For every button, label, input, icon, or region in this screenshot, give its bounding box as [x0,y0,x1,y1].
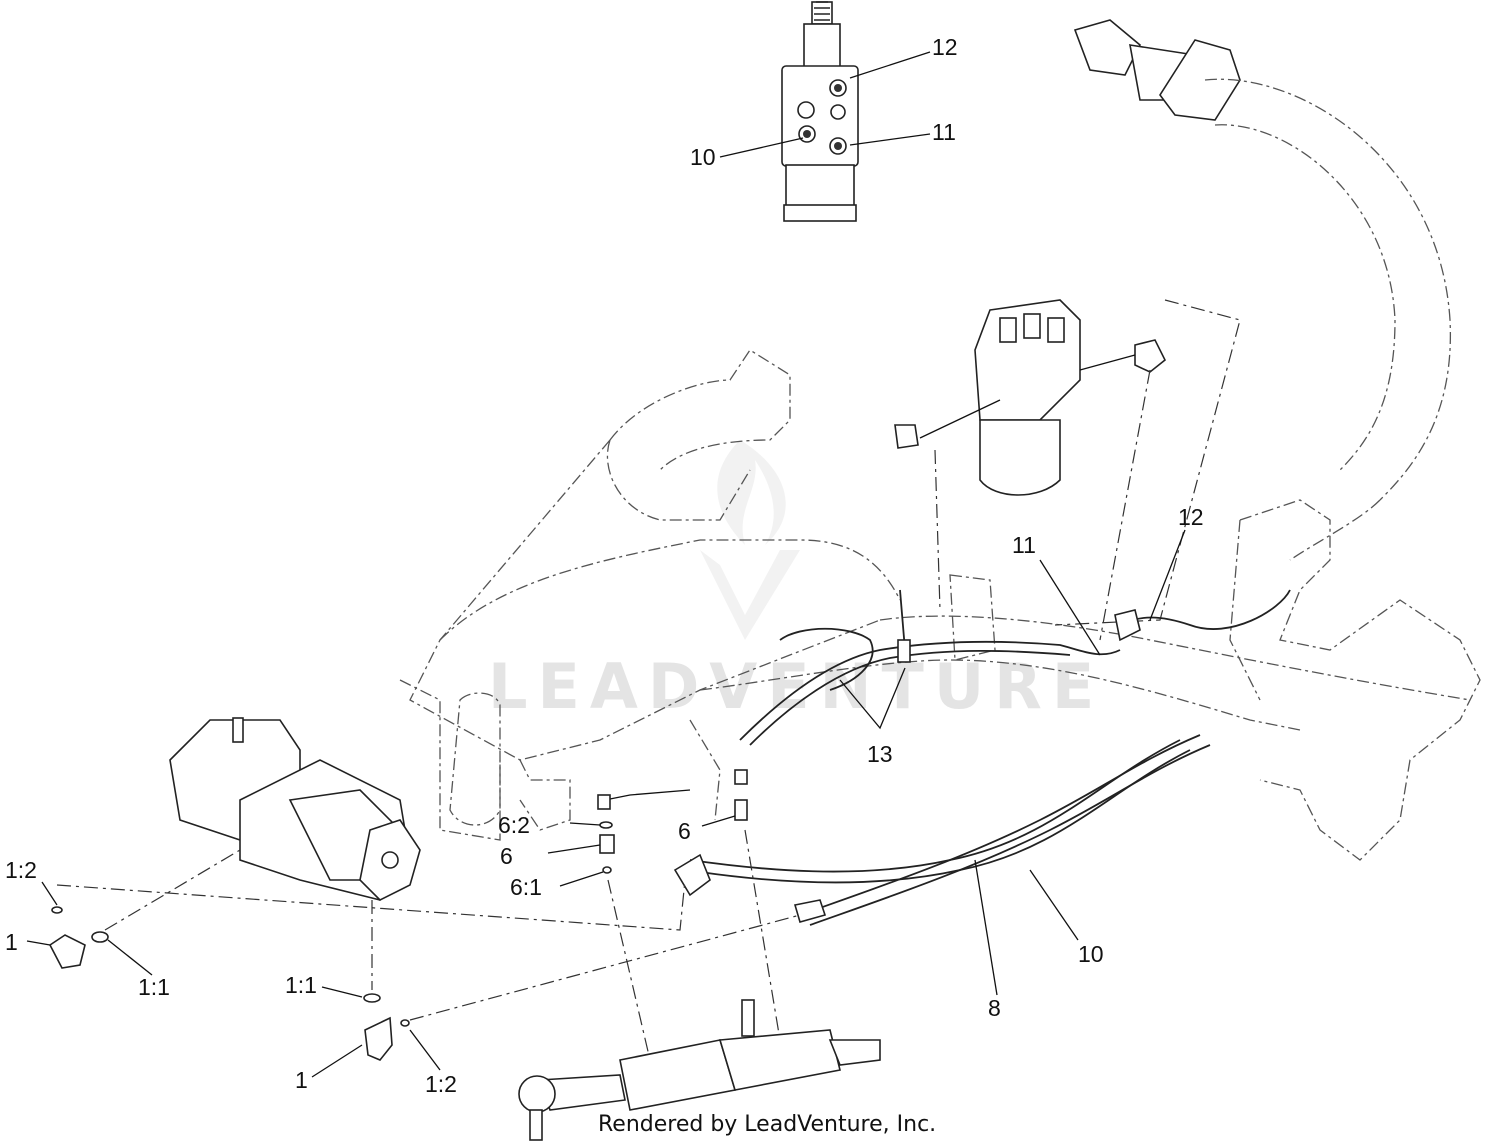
hydraulic-hoses [604,589,1291,926]
callout-1-2-a: 1:2 [5,857,37,883]
elbow-fitting-1b [363,900,801,1061]
steering-shaft [1073,19,1452,561]
callout-12-top: 12 [932,34,958,60]
callout-6-a: 6 [500,843,513,869]
watermark-logo [700,440,800,640]
callout-6-2: 6:2 [498,812,530,838]
steering-control-unit-detail [781,1,859,222]
steering-cylinder [518,999,881,1141]
callout-1-1-b: 1:1 [285,972,317,998]
callout-1-b: 1 [295,1067,308,1093]
callout-1-1-a: 1:1 [138,974,170,1000]
frame-outline [399,349,1481,861]
callout-6-b: 6 [678,818,691,844]
callout-6-1: 6:1 [510,874,542,900]
watermark-text: LEADVENTURE [488,650,1104,723]
fitting-stack-right [734,769,781,1041]
callout-11-mid: 11 [1012,532,1036,558]
callout-13: 13 [867,741,893,767]
hydraulic-pump [169,717,421,901]
callout-1-2-b: 1:2 [425,1071,457,1097]
callout-1-a: 1 [5,929,18,955]
callout-10: 10 [1078,941,1104,967]
elbow-fitting-1a [48,849,686,969]
render-credit: Rendered by LeadVenture, Inc. [598,1112,936,1137]
fitting-stack-left [597,794,651,1061]
callout-labels: 12 11 10 11 12 13 6:2 6 6:1 6 10 8 1:2 1… [5,34,1204,1097]
callout-8: 8 [988,995,1001,1021]
callout-11-top: 11 [932,119,956,145]
callout-leaders [26,51,1186,1078]
control-valve [894,299,1241,641]
callout-10-top: 10 [690,144,716,170]
callout-12-mid: 12 [1178,504,1204,530]
